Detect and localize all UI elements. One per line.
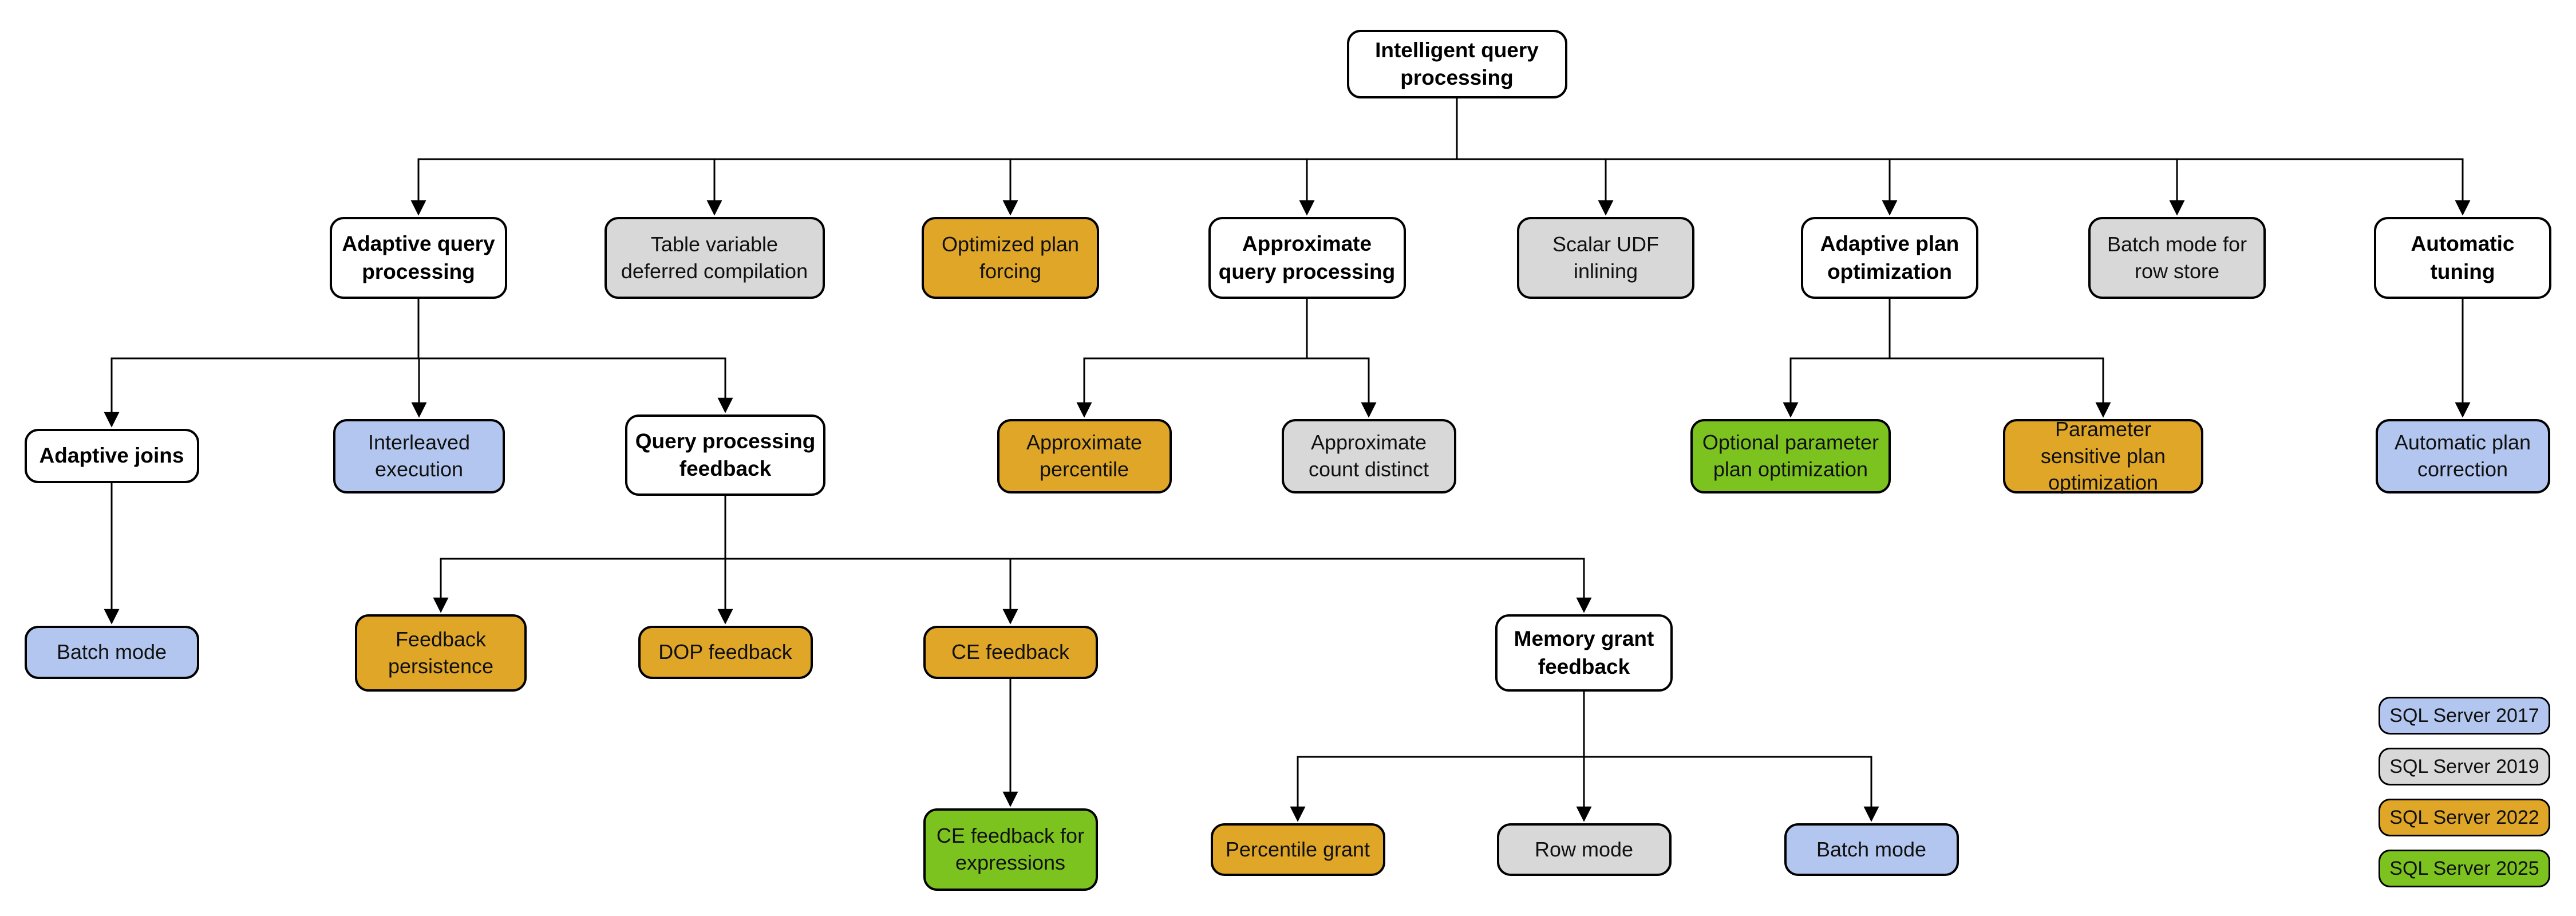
node-label: Optimized plan forcing xyxy=(941,232,1080,283)
node-label: Approximate percentile xyxy=(1026,431,1143,481)
node-label: Approximate query processing xyxy=(1218,232,1396,283)
node-automatic-tuning: Automatic tuning xyxy=(2374,217,2551,299)
node-batch-mode-for-row-store: Batch mode for row store xyxy=(2088,217,2266,299)
node-label: Interleaved execution xyxy=(368,431,471,481)
node-memory-grant-feedback: Memory grant feedback xyxy=(1495,614,1673,692)
node-optimized-plan-forcing: Optimized plan forcing xyxy=(922,217,1099,299)
node-label: Query processing feedback xyxy=(635,429,816,480)
node-interleaved-execution: Interleaved execution xyxy=(333,419,505,493)
node-label: Memory grant feedback xyxy=(1514,627,1654,678)
node-table-variable-deferred-compilation: Table variable deferred compilation xyxy=(604,217,825,299)
node-label: DOP feedback xyxy=(658,640,792,664)
node-label: Scalar UDF inlining xyxy=(1552,232,1660,283)
node-label: Percentile grant xyxy=(1225,837,1370,861)
node-optional-parameter-plan-optimization: Optional parameter plan optimization xyxy=(1690,419,1891,493)
node-automatic-plan-correction: Automatic plan correction xyxy=(2375,419,2550,493)
legend-label: SQL Server 2019 xyxy=(2389,755,2539,777)
node-batch-mode-memory-grant: Batch mode xyxy=(1784,823,1959,876)
node-approximate-percentile: Approximate percentile xyxy=(997,419,1172,493)
node-adaptive-plan-optimization: Adaptive plan optimization xyxy=(1801,217,1978,299)
node-ce-feedback: CE feedback xyxy=(923,626,1098,679)
node-label: Row mode xyxy=(1534,837,1634,861)
node-label: Adaptive plan optimization xyxy=(1820,232,1959,283)
legend-label: SQL Server 2017 xyxy=(2389,704,2539,727)
node-label: CE feedback for expressions xyxy=(936,824,1085,874)
node-ce-feedback-for-expressions: CE feedback for expressions xyxy=(923,808,1098,891)
legend-label: SQL Server 2022 xyxy=(2389,806,2539,828)
legend-sql-server-2022: SQL Server 2022 xyxy=(2379,799,2550,836)
legend-sql-server-2017: SQL Server 2017 xyxy=(2379,697,2550,735)
node-label: Adaptive query processing xyxy=(342,232,495,283)
node-label: Feedback persistence xyxy=(388,627,494,678)
node-query-processing-feedback: Query processing feedback xyxy=(625,414,825,496)
node-label: CE feedback xyxy=(951,640,1070,664)
node-scalar-udf-inlining: Scalar UDF inlining xyxy=(1517,217,1694,299)
node-adaptive-joins: Adaptive joins xyxy=(24,429,199,483)
node-label: Adaptive joins xyxy=(39,444,184,468)
node-label: Optional parameter plan optimization xyxy=(1702,431,1879,481)
node-label: Parameter sensitive plan optimization xyxy=(2040,417,2166,495)
node-percentile-grant: Percentile grant xyxy=(1210,823,1385,876)
node-row-mode: Row mode xyxy=(1496,823,1672,876)
node-label: Intelligent query processing xyxy=(1375,38,1539,89)
legend-sql-server-2019: SQL Server 2019 xyxy=(2379,748,2550,785)
node-approximate-query-processing: Approximate query processing xyxy=(1208,217,1406,299)
node-label: Automatic tuning xyxy=(2411,232,2515,283)
node-label: Batch mode xyxy=(56,640,167,664)
node-label: Table variable deferred compilation xyxy=(621,232,808,283)
node-dop-feedback: DOP feedback xyxy=(638,626,813,679)
node-label: Approximate count distinct xyxy=(1308,431,1429,481)
node-label: Batch mode for row store xyxy=(2107,232,2247,283)
node-parameter-sensitive-plan-optimization: Parameter sensitive plan optimization xyxy=(2003,417,2203,495)
node-label: Automatic plan correction xyxy=(2394,431,2531,481)
node-approximate-count-distinct: Approximate count distinct xyxy=(1281,419,1456,493)
legend-label: SQL Server 2025 xyxy=(2389,857,2539,879)
node-label: Batch mode xyxy=(1816,837,1927,861)
legend-sql-server-2025: SQL Server 2025 xyxy=(2379,850,2550,887)
node-feedback-persistence: Feedback persistence xyxy=(355,614,527,692)
node-intelligent-query-processing: Intelligent query processing xyxy=(1346,30,1567,98)
node-batch-mode-adaptive-joins: Batch mode xyxy=(24,626,199,679)
node-adaptive-query-processing: Adaptive query processing xyxy=(330,217,507,299)
